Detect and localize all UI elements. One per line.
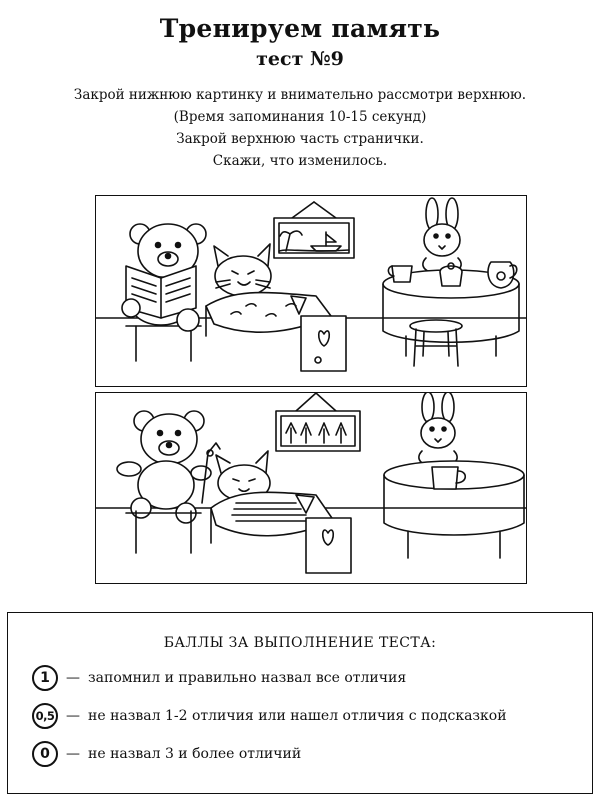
- score-row-half: 0,5 — не назвал 1-2 отличия или нашел от…: [32, 701, 507, 731]
- instruction-line-2: (Время запоминания 10-15 секунд): [173, 109, 427, 125]
- score-badge: 0,5: [32, 703, 58, 729]
- wall-picture-forest: [275, 393, 361, 452]
- wall-picture-palm-and-ship: [273, 201, 355, 259]
- score-badge: 0: [32, 741, 58, 767]
- scoring-header: БАЛЛЫ ЗА ВЫПОЛНЕНИЕ ТЕСТА:: [163, 635, 437, 651]
- test-number: тест №9: [256, 48, 344, 70]
- rabbit: [418, 393, 458, 468]
- page-title: Тренируем память: [159, 14, 441, 43]
- score-description: не назвал 3 и более отличий: [88, 746, 302, 762]
- scene-bottom-picture: [95, 392, 527, 584]
- instruction-line-3: Закрой верхнюю часть странички.: [176, 131, 424, 147]
- tea-table: [383, 460, 525, 559]
- candle: [201, 442, 221, 504]
- scoring-box: БАЛЛЫ ЗА ВЫПОЛНЕНИЕ ТЕСТА: 1 — запомнил …: [7, 612, 593, 794]
- bear-standing: [116, 410, 212, 554]
- cat-in-bed: [205, 243, 347, 372]
- dash: —: [66, 746, 80, 762]
- scene-top-picture: [95, 195, 527, 387]
- stool: [409, 319, 463, 367]
- score-description: запомнил и правильно назвал все отличия: [88, 670, 407, 686]
- instruction-line-4: Скажи, что изменилось.: [212, 153, 388, 169]
- dash: —: [66, 670, 80, 686]
- bear-reading-book: [121, 223, 207, 362]
- rabbit: [422, 197, 462, 275]
- instruction-line-1: Закрой нижнюю картинку и внимательно рас…: [73, 87, 527, 103]
- dash: —: [66, 708, 80, 724]
- tea-table: [382, 261, 520, 357]
- cat-in-bed: [210, 450, 352, 574]
- score-row-zero: 0 — не назвал 3 и более отличий: [32, 739, 301, 769]
- score-badge: 1: [32, 665, 58, 691]
- score-description: не назвал 1-2 отличия или нашел отличия …: [88, 708, 507, 724]
- score-row-full: 1 — запомнил и правильно назвал все отли…: [32, 663, 406, 693]
- instructions-block: Закрой нижнюю картинку и внимательно рас…: [0, 84, 600, 172]
